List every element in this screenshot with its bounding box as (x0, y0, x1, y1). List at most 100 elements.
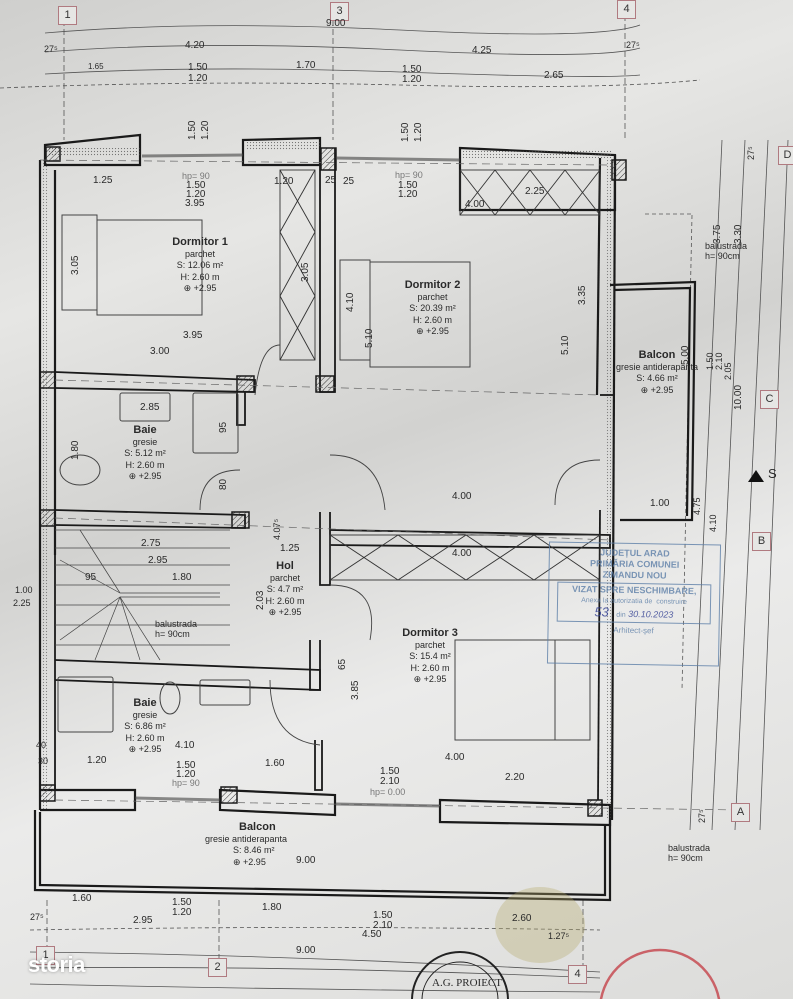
dim-window-height: 1.50 (400, 122, 411, 142)
room-level: ⊕ +2.95 (128, 744, 162, 754)
room-finish: parchet (269, 572, 301, 583)
dim-top: 4.20 (185, 40, 205, 51)
room-name: Dormitor 1 (172, 236, 228, 248)
dim-right: 27⁵ (697, 809, 707, 823)
dim-corridor: 4.00 (452, 491, 472, 502)
room-name: Balcon (239, 821, 276, 833)
room-level: ⊕ +2.95 (640, 384, 674, 395)
dim-bath2: 30 (38, 756, 49, 766)
room-finish: gresie (132, 436, 158, 447)
hp-note: hp= 90 (172, 778, 200, 788)
grid-axis-4: 4 (617, 0, 636, 19)
dim-d3: 4.00 (445, 752, 465, 763)
dim-inner: 25 (343, 176, 355, 187)
room-name: Baie (133, 697, 157, 709)
grid-axis-c: C (760, 390, 779, 409)
dim-inner: 1.80 (70, 440, 81, 460)
stamp-number-date: 53 din 30.10.2023 (594, 604, 674, 620)
dim-inner: 3.05 (70, 255, 81, 275)
dim-stair: 2.25 (13, 598, 31, 608)
dim-top: 1.70 (296, 60, 316, 71)
dim-top: 1.50 (188, 62, 208, 73)
dim-right: 4.75 (692, 497, 702, 515)
dim-top: 4.25 (472, 45, 492, 56)
balustrada-note: h= 90cm (155, 629, 190, 639)
dim-stair: 2.75 (141, 538, 161, 549)
dim-inner: 2.85 (140, 402, 160, 413)
dim-inner: 1.25 (93, 175, 113, 186)
balustrada-note: balustrada (705, 241, 748, 251)
room-area: S: 20.39 m² (409, 303, 456, 313)
dim-top: 27⁵ (626, 40, 640, 50)
dim-right: 10.00 (733, 384, 744, 410)
dim-inner: 1.20 (186, 189, 206, 200)
room-height: H: 2.60 m (410, 662, 450, 673)
dim-inner: 4.10 (345, 292, 356, 312)
balustrada-note: balustrada (668, 843, 711, 853)
dim-bottom: 1.20 (172, 907, 192, 918)
dim-inner: 95 (218, 421, 229, 433)
room-level: ⊕ +2.95 (128, 471, 162, 481)
dim-hol: 65 (337, 658, 348, 670)
dim-inner: 4.00 (465, 199, 485, 210)
room-area: S: 15.4 m² (409, 651, 451, 661)
dim-inner: 2.25 (525, 186, 545, 197)
dim-bottom: 2.60 (512, 913, 532, 924)
room-dormitor-3: Dormitor 3 parchet S: 15.4 m² H: 2.60 m … (385, 627, 475, 686)
dim-bottom: 1.80 (262, 902, 282, 913)
grid-axis-a: A (731, 803, 750, 822)
company-stamp-name: A.G. PROIECT (432, 977, 502, 989)
dim-top: 1.50 (402, 64, 422, 75)
room-baie-2: Baie gresie S: 6.86 m² H: 2.60 m ⊕ +2.95 (110, 697, 180, 756)
stamp-line: ZIMANDU NOU (602, 569, 667, 581)
room-height: H: 2.60 m (125, 459, 165, 470)
dim-bath2: 1.50 (176, 760, 196, 771)
grid-axis-1: 1 (58, 6, 77, 25)
dim-hol: 3.85 (350, 680, 361, 700)
dim-inner: 1.50 (186, 180, 206, 191)
room-level: ⊕ +2.95 (233, 856, 266, 867)
dim-bath2: 1.20 (87, 755, 107, 766)
dim-right: 27⁵ (746, 146, 756, 160)
dim-top: 1.65 (88, 62, 104, 71)
dim-inner: 1.20 (274, 176, 294, 187)
dim-bottom: 1.60 (72, 893, 92, 904)
dim-bath2: 1.60 (265, 758, 285, 769)
dim-bottom: 27⁵ (30, 912, 44, 922)
room-balcon-bottom: Balcon gresie antiderapanta S: 8.46 m² ⊕… (205, 821, 315, 868)
dim-inner: 5.10 (364, 328, 375, 348)
dim-right: 3.75 (712, 224, 723, 244)
dim-inner: 1.20 (398, 189, 418, 200)
room-dormitor-1: Dormitor 1 parchet S: 12.06 m² H: 2.60 m… (150, 236, 250, 295)
level-marker-label: S (768, 466, 777, 481)
dim-bath2: 4.10 (175, 740, 195, 751)
room-area: S: 4.7 m² (266, 584, 304, 594)
dim-overall-top: 9.00 (326, 18, 346, 29)
dim-bath2: 40 (36, 740, 47, 750)
room-height: H: 2.60 m (125, 732, 165, 743)
dim-inner: 25 (325, 175, 337, 186)
stamp-signer: Arhitect-șef (613, 625, 654, 636)
balustrada-note: balustrada (155, 619, 198, 629)
dim-right: 5.00 (680, 345, 691, 365)
room-level: ⊕ +2.95 (416, 326, 449, 336)
dim-bottom: 2.10 (373, 920, 393, 931)
dim-right: 2.05 (723, 362, 733, 380)
room-name: Dormitor 3 (402, 627, 458, 639)
dim-inner: 3.00 (150, 346, 170, 357)
room-area: S: 4.66 m² (636, 373, 678, 383)
room-level: ⊕ +2.95 (268, 607, 302, 617)
dim-right: 3.30 (733, 224, 744, 244)
dim-top: 2.65 (544, 70, 564, 81)
dim-corridor: 1.00 (650, 498, 670, 509)
dim-top: 27⁵ (44, 44, 58, 54)
dim-stair: 1.00 (15, 585, 33, 595)
room-name: Hol (276, 560, 294, 572)
room-area: S: 6.86 m² (124, 721, 166, 731)
balustrada-note: h= 90cm (705, 251, 740, 261)
room-area: S: 8.46 m² (233, 845, 275, 855)
dim-corridor: 4.00 (452, 548, 472, 559)
room-finish: gresie antiderapanta (205, 833, 288, 844)
dim-bottom: 1.50 (172, 897, 192, 908)
